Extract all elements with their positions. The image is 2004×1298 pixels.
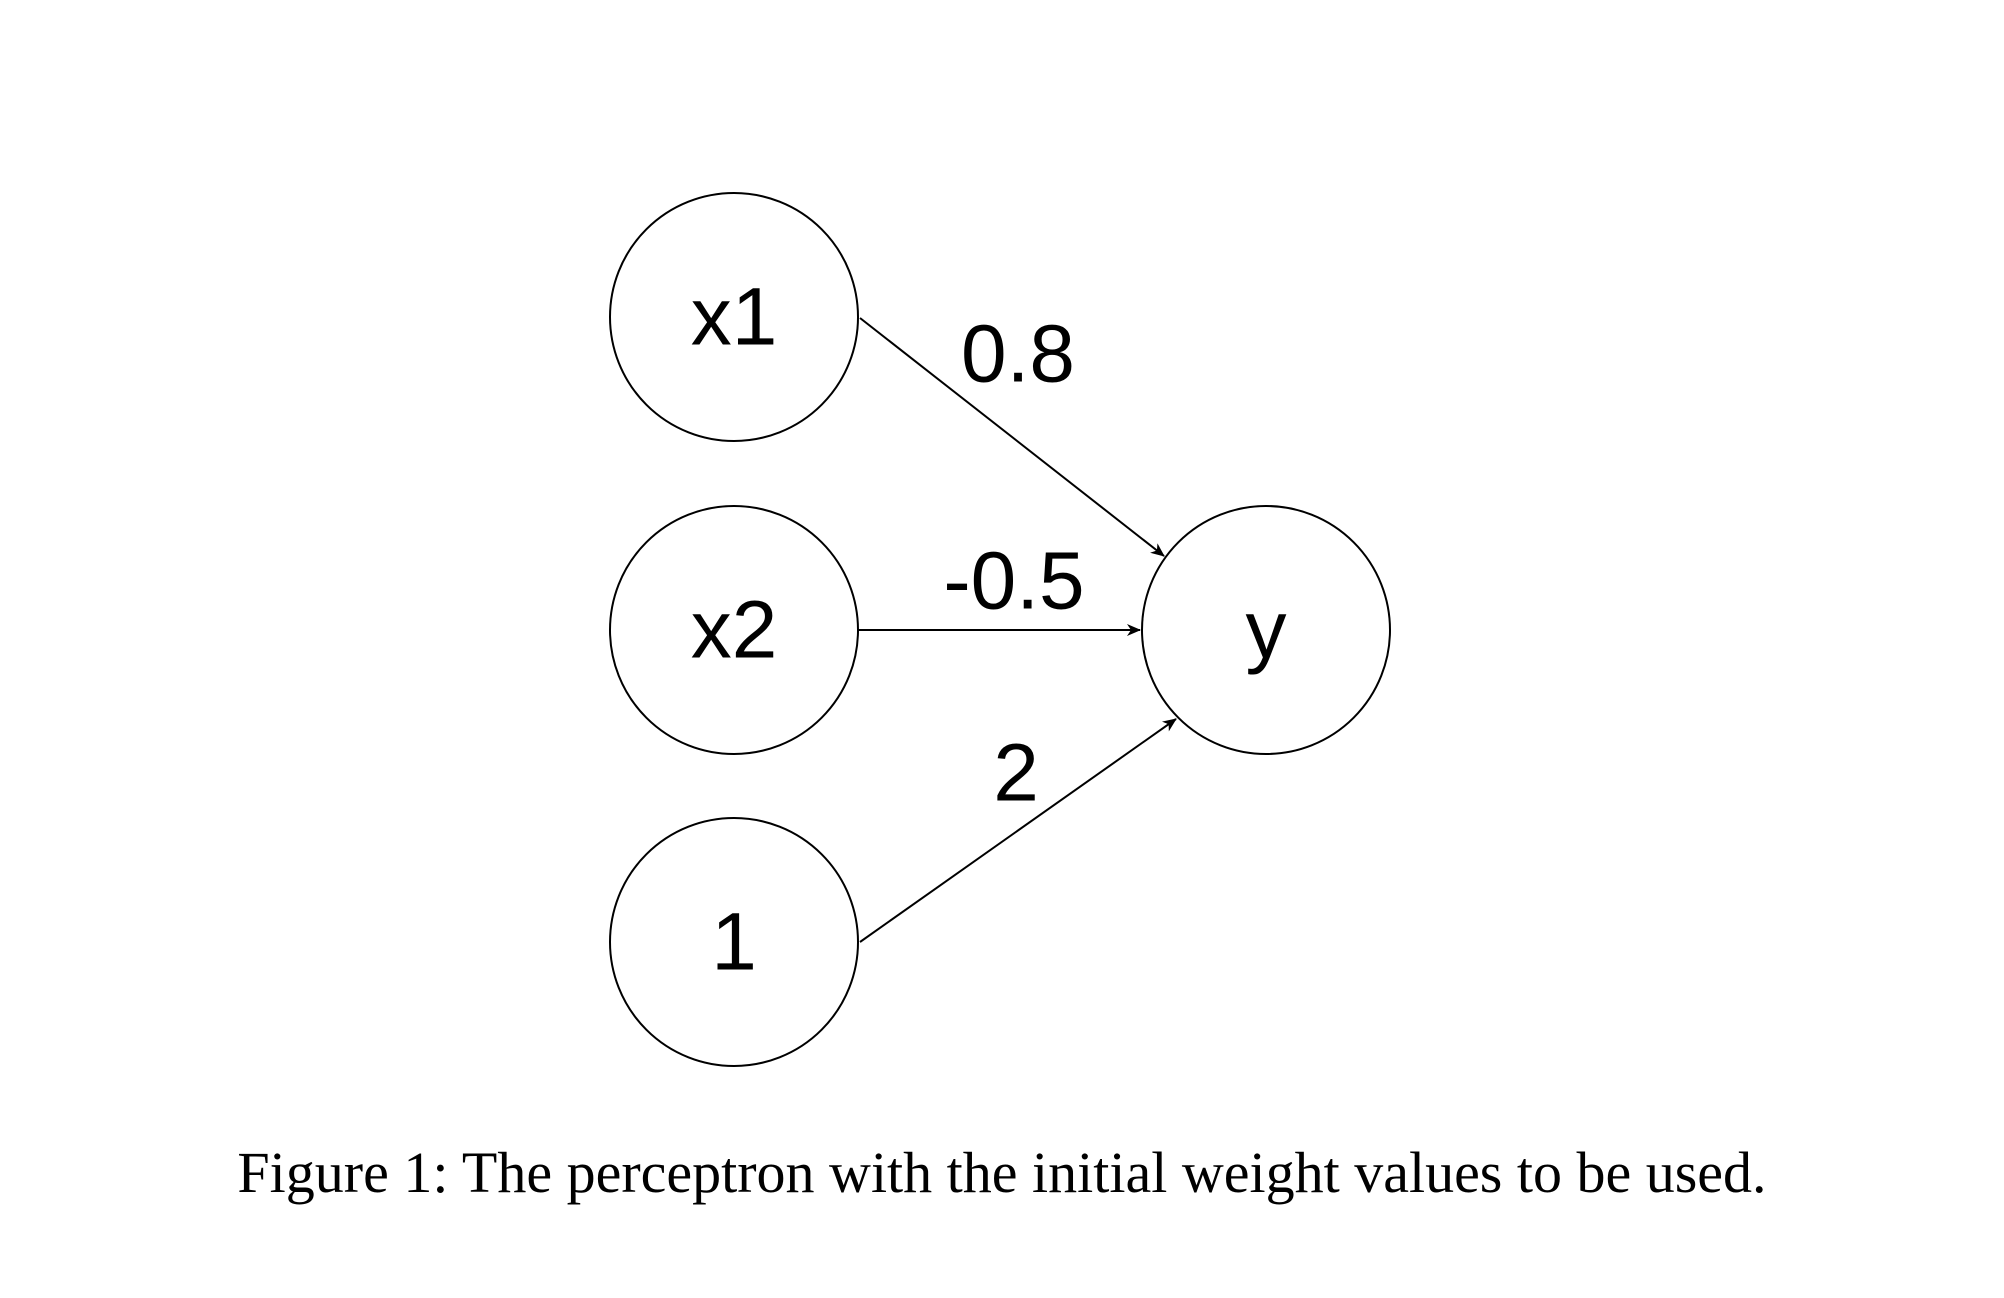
weight-label-x1: 0.8 (961, 309, 1075, 400)
node-output-y: y (1141, 505, 1391, 755)
node-output-label: y (1246, 585, 1287, 676)
weight-label-bias: 2 (993, 728, 1039, 819)
weight-label-x2: -0.5 (943, 536, 1084, 627)
node-x2: x2 (609, 505, 859, 755)
edge-bias-to-y (859, 718, 1177, 943)
node-x2-label: x2 (691, 585, 778, 676)
edge-x1-to-y (859, 317, 1165, 557)
figure-caption: Figure 1: The perceptron with the initia… (237, 1140, 1767, 1205)
node-x1: x1 (609, 192, 859, 442)
node-bias: 1 (609, 817, 859, 1067)
node-bias-label: 1 (711, 897, 757, 988)
node-x1-label: x1 (691, 272, 778, 363)
